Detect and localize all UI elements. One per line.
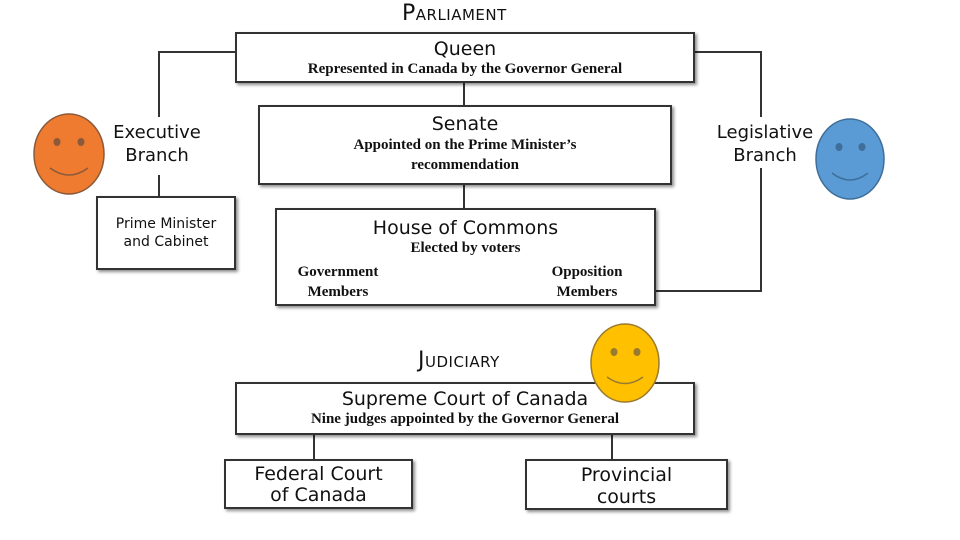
legislative-line2: Branch xyxy=(733,145,797,166)
blue-face-circle xyxy=(815,118,885,200)
queen-box: Queen Represented in Canada by the Gover… xyxy=(235,32,695,83)
senate-box: Senate Appointed on the Prime Minister’s… xyxy=(258,105,672,185)
yellow-face-right-eye xyxy=(633,348,641,356)
connector-queen-right-horizontal xyxy=(694,51,762,53)
connector-exec-vertical-bottom xyxy=(158,175,160,196)
yellow-smiley-face-icon xyxy=(590,323,660,403)
connector-legis-vertical-bottom xyxy=(760,168,762,292)
opposition-members-label: Opposition Members xyxy=(533,262,641,302)
provincial-line1: Provincial xyxy=(580,464,673,486)
executive-branch-label: Executive Branch xyxy=(104,121,210,167)
queen-subtitle: Represented in Canada by the Governor Ge… xyxy=(307,61,623,77)
federal-line2: of Canada xyxy=(270,484,367,506)
connector-exec-vertical-top xyxy=(158,51,160,117)
opposition-line2: Members xyxy=(556,284,618,300)
opposition-line1: Opposition xyxy=(551,264,623,280)
connector-supreme-provincial xyxy=(611,434,613,460)
judiciary-heading: Judiciary xyxy=(418,348,500,373)
blue-face-smile xyxy=(831,172,869,181)
yellow-face-circle xyxy=(590,323,660,403)
blue-smiley-face-icon xyxy=(815,118,885,200)
legislative-line1: Legislative xyxy=(716,122,814,143)
blue-face-right-eye xyxy=(858,143,866,151)
connector-legis-to-commons xyxy=(655,290,762,292)
orange-face-left-eye xyxy=(53,138,61,146)
senate-line2: recommendation xyxy=(410,157,520,173)
provincial-courts-box: Provincial courts xyxy=(525,459,728,510)
orange-face-smile xyxy=(49,167,89,176)
federal-line1: Federal Court xyxy=(254,463,383,485)
commons-subtitle: Elected by voters xyxy=(410,240,521,256)
parliament-heading: Parliament xyxy=(402,1,507,26)
connector-senate-commons xyxy=(463,185,465,209)
house-of-commons-box: House of Commons Elected by voters Gover… xyxy=(275,208,656,306)
yellow-face-smile xyxy=(606,376,644,385)
provincial-line2: courts xyxy=(596,486,657,508)
supreme-subtitle: Nine judges appointed by the Governor Ge… xyxy=(310,411,620,427)
yellow-face-left-eye xyxy=(610,348,618,356)
orange-face-right-eye xyxy=(77,138,85,146)
legislative-branch-label: Legislative Branch xyxy=(710,121,820,167)
connector-legis-vertical-top xyxy=(760,51,762,117)
government-members-label: Government Members xyxy=(283,262,393,302)
federal-court-box: Federal Court of Canada xyxy=(224,459,413,509)
senate-line1: Appointed on the Prime Minister’s xyxy=(353,137,577,153)
supreme-title: Supreme Court of Canada xyxy=(341,388,589,410)
government-line2: Members xyxy=(307,284,369,300)
orange-face-circle xyxy=(33,113,105,195)
pm-line2: and Cabinet xyxy=(123,234,209,250)
executive-line1: Executive xyxy=(113,122,201,143)
queen-title: Queen xyxy=(433,38,497,60)
prime-minister-box: Prime Minister and Cabinet xyxy=(96,196,236,270)
connector-supreme-federal xyxy=(313,434,315,460)
orange-smiley-face-icon xyxy=(33,113,105,195)
government-line1: Government xyxy=(297,264,379,280)
commons-title: House of Commons xyxy=(372,217,559,239)
connector-queen-senate xyxy=(463,82,465,106)
connector-queen-left-horizontal xyxy=(158,51,236,53)
executive-line2: Branch xyxy=(125,145,189,166)
senate-title: Senate xyxy=(431,113,499,135)
blue-face-left-eye xyxy=(835,143,843,151)
pm-line1: Prime Minister xyxy=(115,216,217,232)
